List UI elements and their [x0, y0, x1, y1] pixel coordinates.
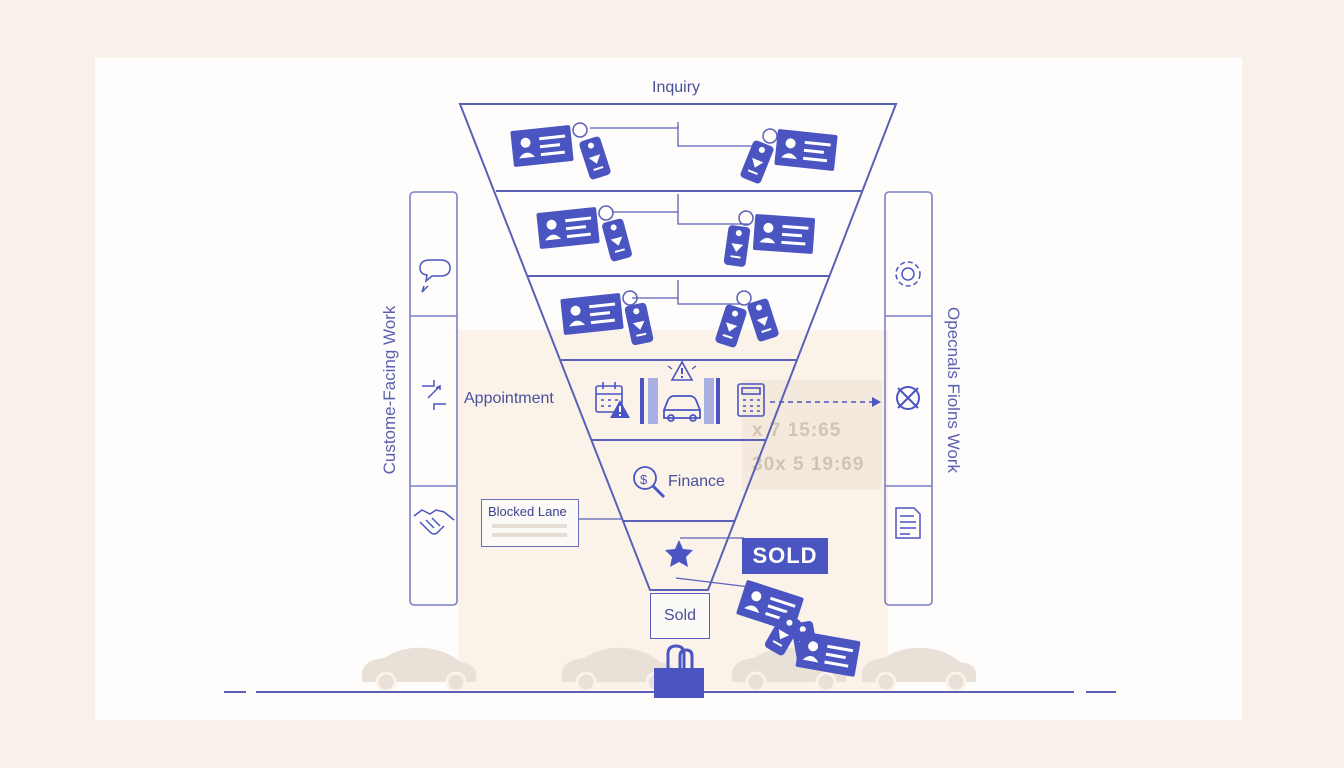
connector-lines	[577, 122, 775, 591]
gate-barrier	[640, 378, 720, 424]
arrow-head	[872, 397, 881, 407]
background-car	[360, 646, 478, 693]
key-ring	[762, 128, 778, 144]
sold-badge: SOLD	[742, 538, 828, 574]
key-ring	[622, 290, 638, 306]
key-ring	[738, 210, 754, 226]
background-car	[860, 646, 978, 693]
board-row: 30x 5 19:69	[752, 454, 865, 475]
lead-card	[774, 128, 838, 172]
key-tag	[714, 303, 748, 349]
key-ring	[572, 122, 588, 138]
key-tag	[624, 302, 654, 346]
lead-card	[536, 206, 600, 250]
blocked-lane-line	[492, 524, 567, 528]
stage-appointment-label: Appointment	[464, 390, 554, 407]
key-tag	[601, 217, 633, 263]
key-tag	[723, 224, 751, 268]
key-tag	[578, 135, 612, 181]
finance-search-icon: $	[633, 466, 666, 499]
svg-text:$: $	[640, 472, 648, 487]
funnel-outline	[458, 103, 898, 591]
chat-bubbles-icon	[419, 259, 451, 293]
lead-card	[752, 213, 816, 255]
key-ring	[598, 205, 614, 221]
warning-icon	[610, 400, 630, 418]
lead-card	[560, 292, 624, 336]
blocked-lane-line	[492, 533, 567, 537]
left-sidebar	[409, 191, 458, 606]
right-sidebar-title: Opecnals Fiolns Work	[944, 307, 963, 473]
background-departure-board	[742, 380, 882, 490]
stage-finance-label: Finance	[668, 473, 725, 490]
funnel-bottom-sold: Sold	[650, 593, 710, 639]
funnel-top-label: Inquiry	[652, 79, 701, 96]
crossed-tools-icon	[896, 386, 920, 410]
calendar-icon	[595, 382, 623, 413]
board-row: x 7 15:65	[752, 420, 842, 441]
gear-icon	[895, 261, 921, 287]
blocked-lane-box: Blocked Lane	[481, 499, 579, 547]
left-sidebar-title: Custome-Facing Work	[380, 305, 399, 475]
key-ring	[736, 290, 752, 306]
blocked-lane-label: Blocked Lane	[488, 504, 567, 519]
document-icon	[895, 507, 921, 539]
warning-icon	[667, 360, 697, 381]
calculator-icon	[737, 383, 765, 417]
lead-card	[510, 124, 574, 168]
swap-arrows-icon	[422, 380, 446, 410]
key-tag	[746, 297, 780, 343]
binder-clip-icon	[654, 644, 704, 698]
handshake-icon	[413, 509, 455, 535]
car-icon	[663, 395, 701, 422]
right-sidebar	[884, 191, 933, 606]
star-icon	[665, 540, 693, 567]
funnel-dividers	[496, 190, 862, 522]
